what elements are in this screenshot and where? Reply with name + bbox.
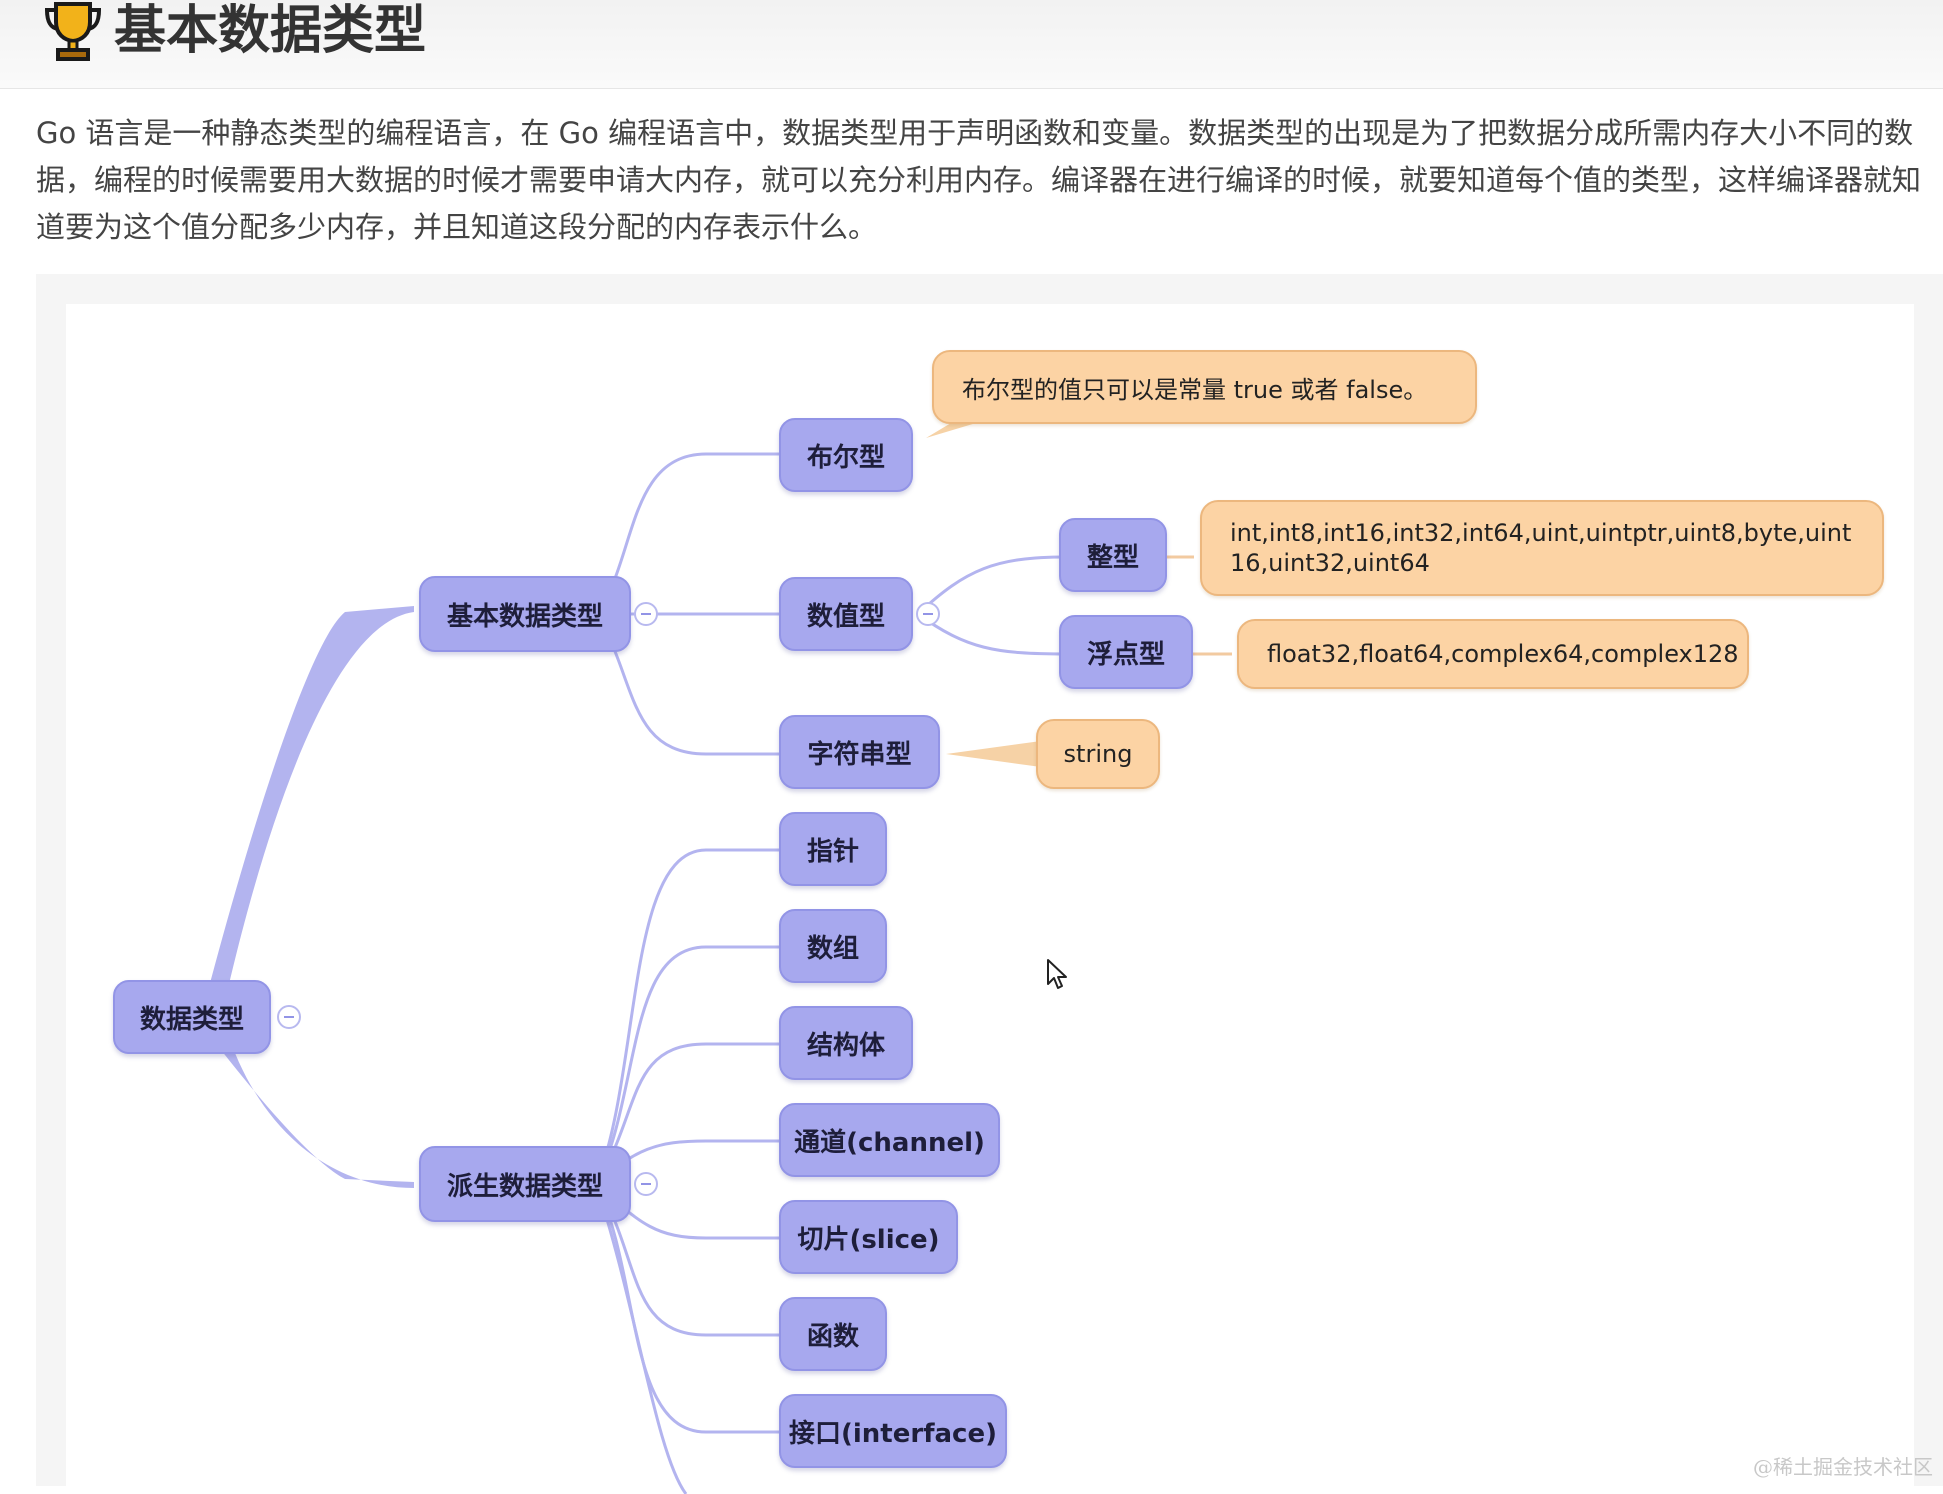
collapse-toggle-basic[interactable] (634, 602, 658, 626)
watermark: @稀土掘金技术社区 (1753, 1455, 1933, 1479)
node-function[interactable]: 函数 (779, 1297, 887, 1371)
node-numeric[interactable]: 数值型 (779, 577, 913, 651)
node-slice[interactable]: 切片(slice) (779, 1200, 958, 1274)
note-integer: int,int8,int16,int32,int64,uint,uintptr,… (1200, 500, 1884, 596)
node-boolean[interactable]: 布尔型 (779, 418, 913, 492)
branch-numeric-float (917, 612, 1067, 656)
branch-derived-more (594, 1183, 688, 1494)
page-header: 基本数据类型 (0, 0, 1943, 89)
branch-derived-pointer (594, 848, 781, 1185)
mindmap-canvas: 数据类型 基本数据类型 布尔型 布尔型的值只可以是常量 true 或者 fals… (66, 304, 1914, 1494)
page-title: 基本数据类型 (114, 1, 427, 61)
node-array[interactable]: 数组 (779, 909, 887, 983)
collapse-toggle-derived[interactable] (634, 1172, 658, 1196)
note-float: float32,float64,complex64,complex128 (1237, 619, 1749, 689)
node-channel[interactable]: 通道(channel) (779, 1103, 1000, 1177)
mouse-cursor-icon (1047, 959, 1067, 989)
mindmap-connectors (204, 396, 1232, 1494)
trophy-icon (44, 2, 102, 61)
diagram-container: 数据类型 基本数据类型 布尔型 布尔型的值只可以是常量 true 或者 fals… (36, 274, 1943, 1494)
callout-string (946, 741, 1041, 767)
node-basic-types[interactable]: 基本数据类型 (419, 576, 631, 652)
branch-numeric-integer (916, 555, 1067, 616)
note-boolean: 布尔型的值只可以是常量 true 或者 false。 (932, 350, 1477, 424)
node-integer[interactable]: 整型 (1059, 518, 1167, 592)
collapse-toggle-root[interactable] (277, 1005, 301, 1029)
branch-derived-array (594, 945, 781, 1185)
node-float[interactable]: 浮点型 (1059, 615, 1193, 689)
node-string[interactable]: 字符串型 (779, 715, 940, 789)
node-struct[interactable]: 结构体 (779, 1006, 913, 1080)
node-pointer[interactable]: 指针 (779, 812, 887, 886)
note-string: string (1036, 719, 1160, 789)
branch-root-basic (204, 606, 414, 1006)
node-root[interactable]: 数据类型 (113, 980, 271, 1054)
branch-derived-interface (594, 1183, 781, 1434)
node-interface[interactable]: 接口(interface) (779, 1394, 1007, 1468)
node-derived-types[interactable]: 派生数据类型 (419, 1146, 631, 1222)
collapse-toggle-numeric[interactable] (916, 602, 940, 626)
intro-paragraph: Go 语言是一种静态类型的编程语言，在 Go 编程语言中，数据类型用于声明函数和… (36, 116, 1922, 244)
